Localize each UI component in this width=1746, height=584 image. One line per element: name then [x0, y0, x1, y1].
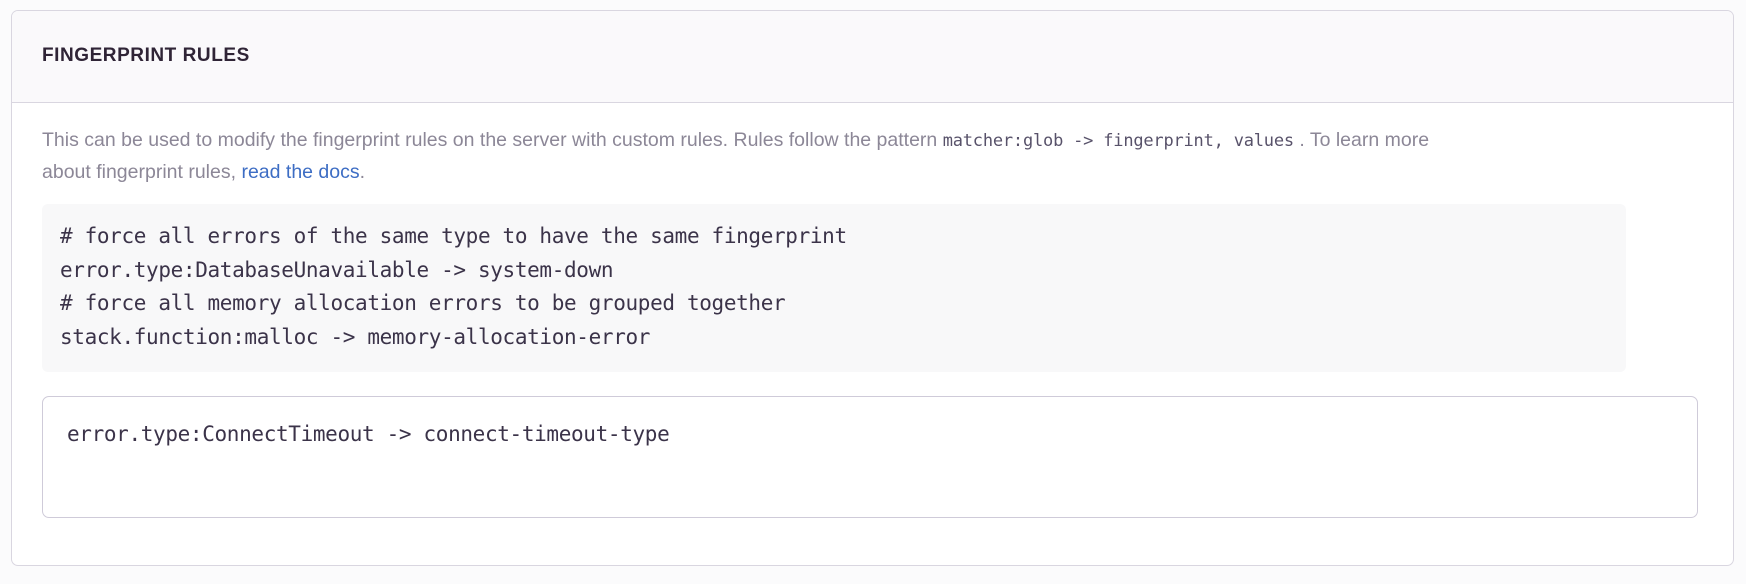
page-title: FINGERPRINT RULES — [42, 45, 250, 67]
read-the-docs-link[interactable]: read the docs — [241, 161, 360, 183]
panel-header: FINGERPRINT RULES — [12, 11, 1733, 103]
description-inline-code: matcher:glob -> fingerprint, values — [942, 131, 1294, 151]
description-text-part-2: . To learn more about fingerprint rules, — [42, 129, 1430, 183]
panel-body: This can be used to modify the fingerpri… — [12, 103, 1733, 518]
description-text-part-3: . — [359, 161, 366, 183]
description-text-part-1: This can be used to modify the fingerpri… — [42, 129, 943, 151]
example-rules-code: # force all errors of the same type to h… — [60, 224, 847, 349]
fingerprint-rules-panel: FINGERPRINT RULES This can be used to mo… — [11, 10, 1734, 566]
example-rules-code-block: # force all errors of the same type to h… — [42, 204, 1626, 372]
fingerprint-rules-input[interactable] — [42, 396, 1698, 518]
panel-description: This can be used to modify the fingerpri… — [42, 125, 1462, 188]
